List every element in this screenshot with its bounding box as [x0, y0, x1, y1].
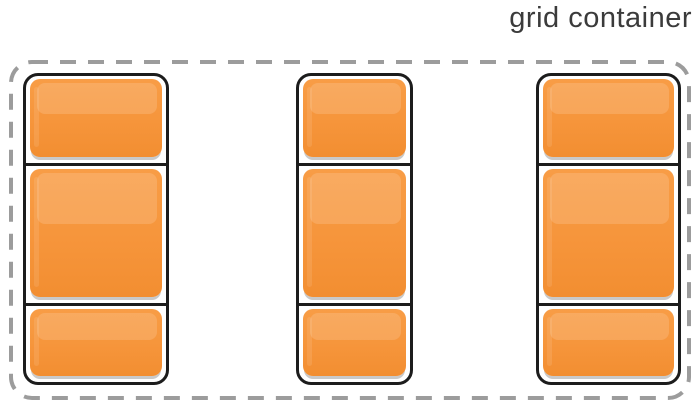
grid-item [543, 169, 674, 297]
grid-cell [299, 303, 410, 382]
grid-track-3 [536, 73, 681, 385]
grid-cell [299, 163, 410, 303]
grid-item [543, 79, 674, 157]
grid-track-2 [296, 73, 413, 385]
grid-cell [299, 76, 410, 163]
grid-item [30, 169, 162, 297]
grid-cell [26, 303, 166, 382]
grid-cell [539, 163, 678, 303]
grid-cell [539, 76, 678, 163]
grid-item [30, 309, 162, 376]
grid-item [303, 309, 406, 376]
grid-item [543, 309, 674, 376]
grid-item [30, 79, 162, 157]
grid-item [303, 79, 406, 157]
dashed-border-rect [9, 60, 691, 400]
grid-track-1 [23, 73, 169, 385]
grid-cell [26, 163, 166, 303]
grid-cell [539, 303, 678, 382]
grid-container-dashed-outline [9, 60, 691, 400]
grid-container-label: grid container [509, 2, 692, 34]
grid-cell [26, 76, 166, 163]
grid-item [303, 169, 406, 297]
